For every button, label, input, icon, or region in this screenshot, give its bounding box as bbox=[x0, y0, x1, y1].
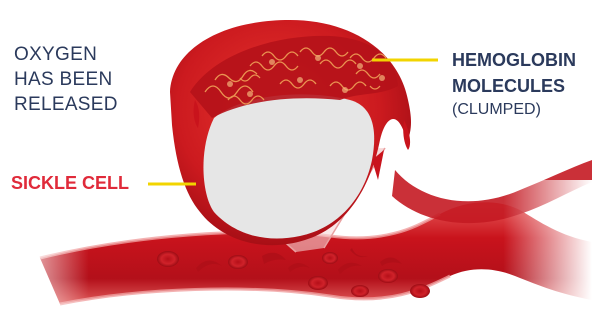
hemoglobin-label-line3: (CLUMPED) bbox=[452, 99, 576, 121]
oxygen-released-label: OXYGEN HAS BEEN RELEASED bbox=[14, 42, 118, 117]
oxygen-label-line2: HAS BEEN bbox=[14, 67, 118, 92]
sickle-cell-label: SICKLE CELL bbox=[11, 170, 129, 196]
oxygen-label-line3: RELEASED bbox=[14, 92, 118, 117]
oxygen-label-line1: OXYGEN bbox=[14, 42, 118, 67]
hemoglobin-label-line1: HEMOGLOBIN bbox=[452, 47, 576, 73]
hemoglobin-label-line2: MOLECULES bbox=[452, 73, 576, 99]
hemoglobin-label: HEMOGLOBIN MOLECULES (CLUMPED) bbox=[452, 47, 576, 121]
